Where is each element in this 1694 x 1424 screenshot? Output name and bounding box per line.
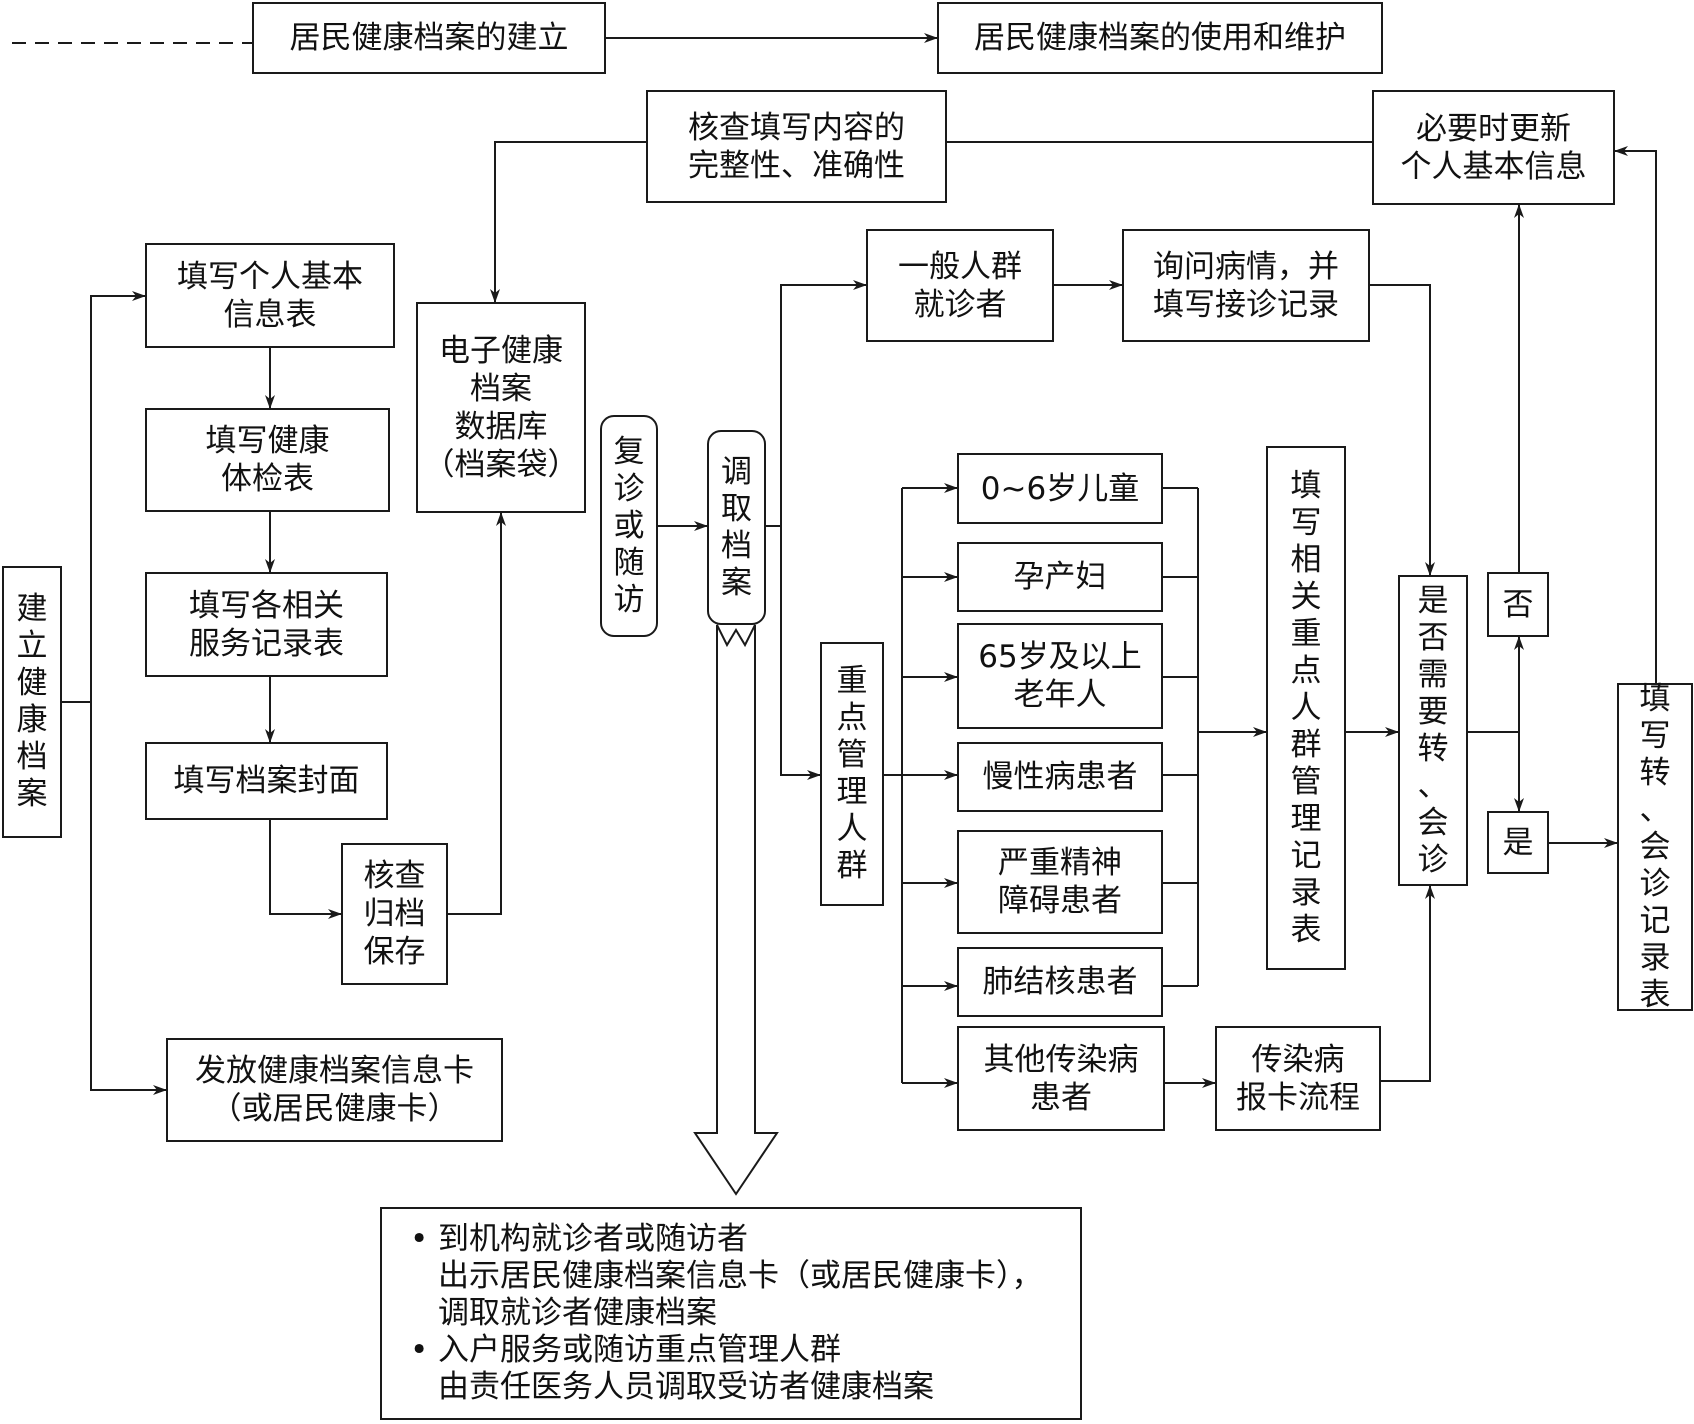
node-need-referral-decision: 是 否 需 要 转 、 会 诊 <box>1398 575 1468 886</box>
node-yes: 是 <box>1487 811 1549 874</box>
node-inquire-and-record: 询问病情，并 填写接诊记录 <box>1122 229 1370 342</box>
edge-referral-update <box>1614 146 1657 683</box>
node-check-archive: 核查 归档 保存 <box>341 843 448 985</box>
retrieval-note: 到机构就诊者或随访者 出示居民健康档案信息卡（或居民健康卡）， 调取就诊者健康档… <box>380 1207 1082 1420</box>
node-no: 否 <box>1487 572 1549 637</box>
node-fill-cover: 填写档案封面 <box>145 742 388 820</box>
edge-report-referral <box>1381 885 1435 1082</box>
edge-retrieve-general <box>780 280 867 526</box>
node-key-population-records: 填 写 相 关 重 点 人 群 管 理 记 录 表 <box>1266 446 1346 970</box>
node-revisit-or-followup: 复 诊 或 随 访 <box>600 415 658 637</box>
node-other-infectious: 其他传染病 患者 <box>957 1026 1165 1131</box>
node-pregnant-women: 孕产妇 <box>957 542 1163 612</box>
node-general-population: 一般人群 就诊者 <box>866 229 1054 342</box>
node-check-content: 核查填写内容的 完整性、准确性 <box>646 90 947 203</box>
edge-check-database <box>448 512 506 915</box>
node-tb-patients: 肺结核患者 <box>957 947 1163 1017</box>
node-issue-card: 发放健康档案信息卡 （或居民健康卡） <box>166 1038 503 1142</box>
node-retrieve-archive: 调 取 档 案 <box>707 430 766 625</box>
node-elderly-65: 65岁及以上 老年人 <box>957 623 1163 729</box>
edge-build-card <box>90 702 167 1095</box>
legend-use-maintain: 居民健康档案的使用和维护 <box>937 2 1383 74</box>
legend-establish: 居民健康档案的建立 <box>252 2 606 74</box>
node-build-archive: 建 立 健 康 档 案 <box>2 566 62 838</box>
node-chronic-patients: 慢性病患者 <box>957 742 1163 812</box>
node-update-personal-info: 必要时更新 个人基本信息 <box>1372 90 1615 205</box>
hollow-down-arrow <box>693 624 779 1196</box>
edge-inquire-referral <box>1370 284 1435 576</box>
node-fill-service-records: 填写各相关 服务记录表 <box>145 572 388 677</box>
node-e-database: 电子健康 档案 数据库 （档案袋） <box>416 302 586 513</box>
node-key-management-population: 重 点 管 理 人 群 <box>820 642 884 906</box>
node-fill-personal-info: 填写个人基本 信息表 <box>145 243 395 348</box>
node-children-0-6: 0~6岁儿童 <box>957 453 1163 524</box>
node-referral-record: 填 写 转 、 会 诊 记 录 表 <box>1617 681 1693 1013</box>
edge-cover-check <box>269 820 342 919</box>
note-item-visitors: 到机构就诊者或随访者 出示居民健康档案信息卡（或居民健康卡）， 调取就诊者健康档… <box>410 1221 1080 1332</box>
edge-checkcontent-database <box>490 141 646 303</box>
edge-retrieve-key <box>780 526 821 780</box>
node-infectious-report-card: 传染病 报卡流程 <box>1215 1026 1381 1131</box>
note-item-home-service: 入户服务或随访重点管理人群 由责任医务人员调取受访者健康档案 <box>410 1332 1080 1406</box>
edge-build-personal <box>90 291 146 702</box>
node-severe-mental-patients: 严重精神 障碍患者 <box>957 830 1163 934</box>
node-fill-health-exam: 填写健康 体检表 <box>145 408 390 512</box>
